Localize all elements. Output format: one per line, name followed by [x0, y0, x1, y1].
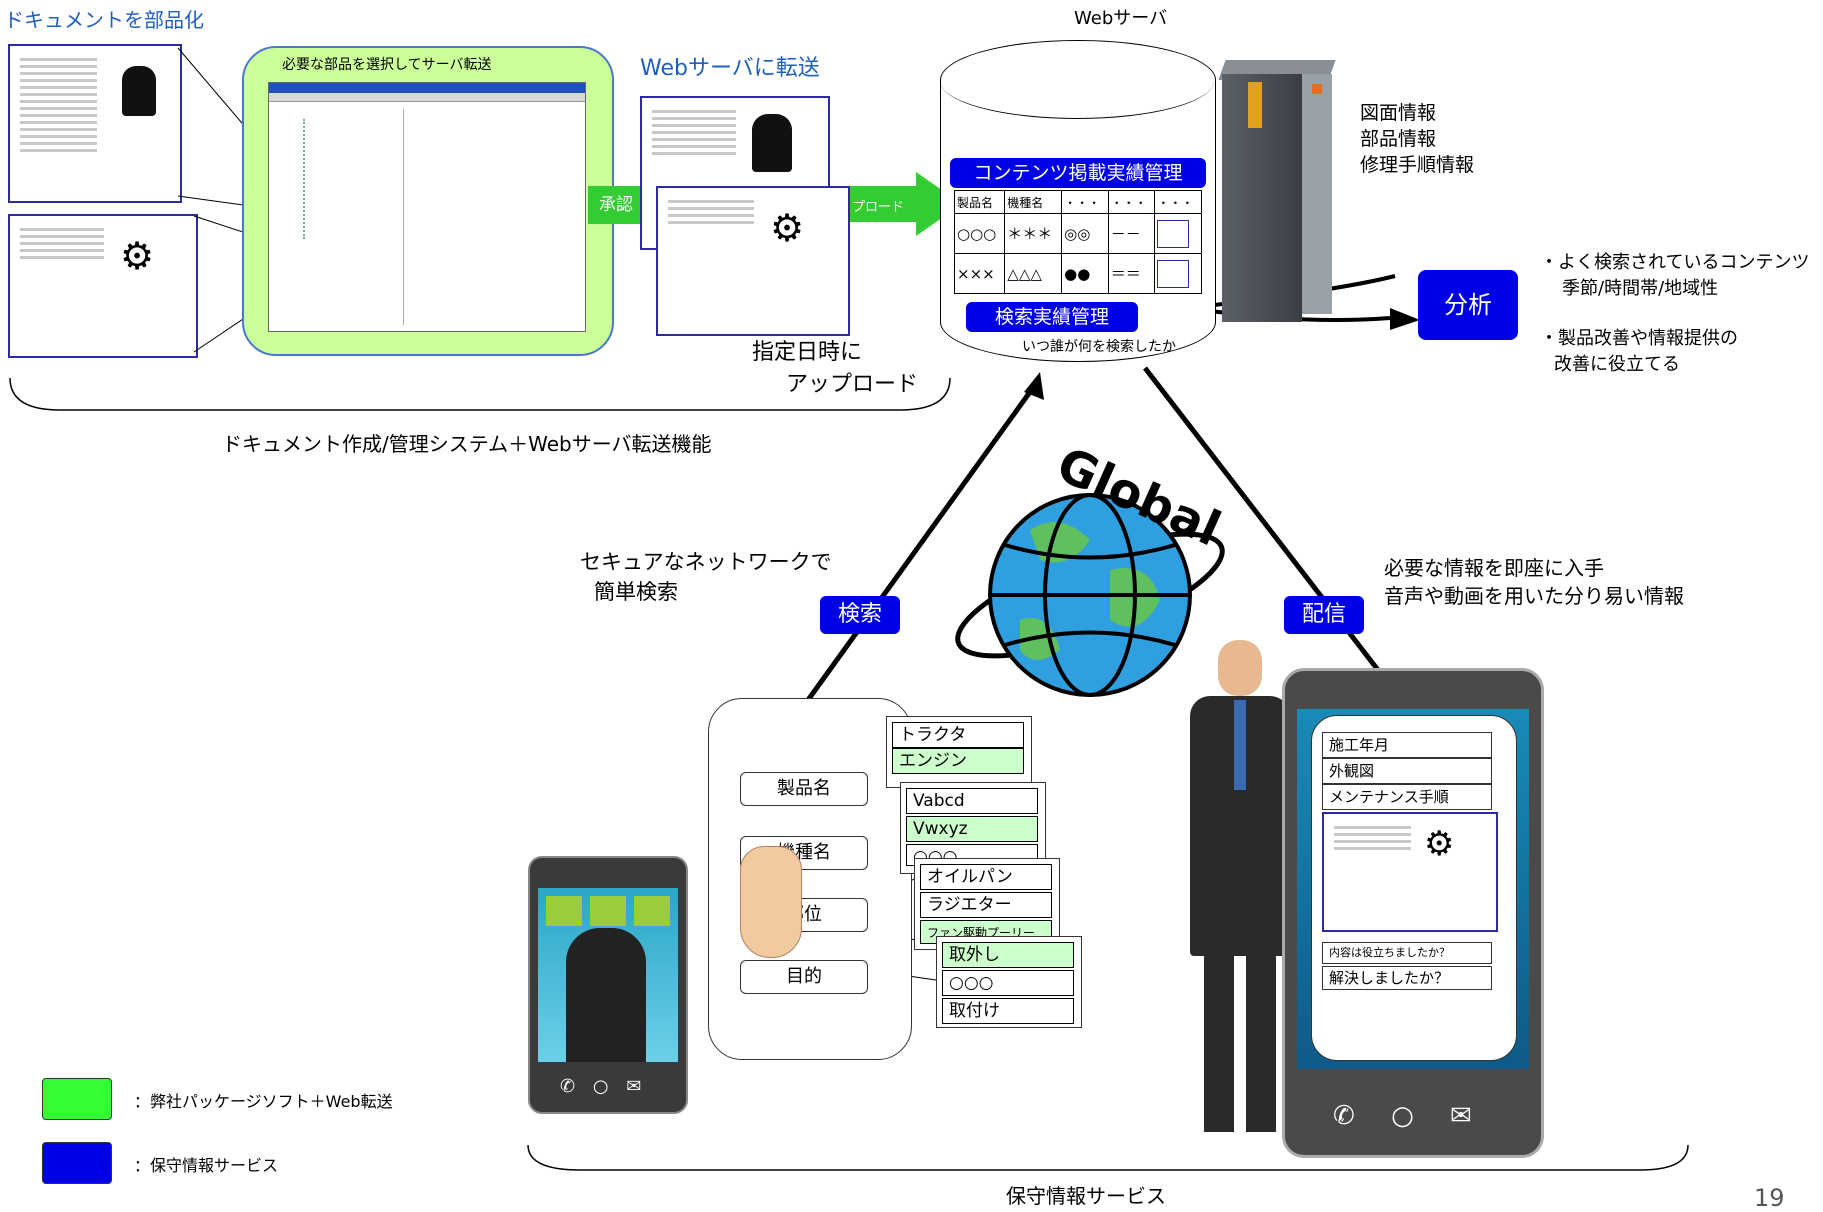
search-form-panel: [708, 698, 912, 1060]
phone-field-date[interactable]: 施工年月: [1322, 732, 1492, 758]
doc-componentize-heading: ドキュメントを部品化: [4, 8, 204, 32]
table-cell: ×××: [953, 253, 1006, 294]
transferred-page-2: ⚙: [656, 186, 850, 336]
table-cell: ○○○: [953, 213, 1006, 254]
search-mgmt-label: 検索実績管理: [966, 302, 1138, 332]
bottom-caption: 保守情報サービス: [1006, 1184, 1166, 1208]
table-cell: △△△: [1004, 253, 1063, 294]
web-server-title: Webサーバ: [1074, 8, 1168, 29]
info-item: 部品情報: [1360, 128, 1437, 150]
table-thumb: [1154, 213, 1202, 254]
scheduled-upload-line1: 指定日時に: [752, 340, 863, 365]
search-note-line1: セキュアなネットワークで: [580, 550, 832, 574]
person-figure-icon: [122, 66, 156, 116]
table-thumb: [1154, 253, 1202, 294]
legend-label-blue: ：保守情報サービス: [134, 1156, 279, 1175]
person-figure-icon-2: [752, 114, 792, 172]
tractor-icon: ⚙: [120, 234, 155, 278]
analysis-badge: 分析: [1418, 270, 1518, 340]
scheduled-upload-line2: アップロード: [786, 372, 919, 397]
mail-icon[interactable]: ✉: [1450, 1101, 1472, 1131]
table-header: ・・・: [1154, 190, 1202, 214]
approve-badge: 承認: [588, 186, 644, 224]
businessman-standing-icon: [1180, 640, 1300, 1144]
legend-swatch-blue: [42, 1142, 112, 1184]
deliver-badge: 配信: [1284, 596, 1364, 634]
table-header: 機種名: [1004, 190, 1063, 214]
transfer-heading: Webサーバに転送: [640, 56, 820, 81]
content-mgmt-label: コンテンツ掲載実績管理: [950, 158, 1206, 188]
form-label-product: 製品名: [740, 772, 868, 806]
analysis-note2-line1: ・製品改善や情報提供の: [1540, 328, 1738, 349]
pointing-hand-icon: [740, 846, 802, 958]
tractor-icon-2: ⚙: [770, 206, 805, 250]
table-cell: ●●: [1061, 253, 1109, 294]
mail-icon[interactable]: ✉: [626, 1076, 642, 1097]
analysis-note1-line1: ・よく検索されているコンテンツ: [1540, 252, 1810, 273]
analysis-note2-line2: 改善に役立てる: [1554, 354, 1680, 375]
table-cell: －－: [1107, 213, 1156, 254]
deliver-note-line1: 必要な情報を即座に入手: [1384, 556, 1604, 580]
deliver-note-line2: 音声や動画を用いた分り易い情報: [1384, 584, 1684, 608]
legend-swatch-green: [42, 1078, 112, 1120]
table-cell: ◎◎: [1061, 213, 1109, 254]
table-header: 製品名: [953, 190, 1006, 214]
part-option[interactable]: オイルパン: [920, 864, 1052, 890]
upload-arrow: [816, 172, 962, 236]
home-button-icon[interactable]: ○: [1391, 1101, 1414, 1131]
page-number: 19: [1754, 1184, 1785, 1212]
phone-field-maintenance[interactable]: メンテナンス手順: [1322, 784, 1492, 810]
purpose-option[interactable]: ○○○: [942, 970, 1074, 996]
legend-label-green: ：弊社パッケージソフト＋Web転送: [134, 1092, 393, 1111]
system-caption: ドキュメント作成/管理システム＋Webサーバ転送機能: [222, 432, 712, 456]
tractor-icon-3: ⚙: [1424, 824, 1455, 864]
purpose-option[interactable]: 取付け: [942, 998, 1074, 1024]
search-mgmt-note: いつ誰が何を検索したか: [1022, 339, 1176, 355]
info-item: 図面情報: [1360, 102, 1437, 124]
server-tower-icon: [1218, 60, 1336, 322]
app-icon[interactable]: [634, 896, 670, 926]
form-label-purpose: 目的: [740, 960, 868, 994]
product-option-selected[interactable]: エンジン: [892, 748, 1024, 774]
app-icon[interactable]: [546, 896, 582, 926]
table-header: ・・・: [1061, 190, 1109, 214]
search-note-line2: 簡単検索: [594, 580, 678, 604]
server-cylinder-rim: [940, 40, 1214, 119]
businessman-icon: [566, 928, 646, 1062]
product-option[interactable]: トラクタ: [892, 722, 1024, 748]
document-page-2: ⚙: [8, 214, 198, 358]
search-badge: 検索: [820, 596, 900, 634]
table-cell: ＝＝: [1107, 253, 1156, 294]
selection-panel-label: 必要な部品を選択してサーバ転送: [282, 57, 492, 73]
model-option-selected[interactable]: Vwxyz: [906, 816, 1038, 842]
left-phone: ✆ ○ ✉: [528, 856, 688, 1114]
document-page-1: [8, 44, 182, 203]
model-option[interactable]: Vabcd: [906, 788, 1038, 814]
content-table: 製品名 機種名 ・・・ ・・・ ・・・ ○○○ ＊＊＊ ◎◎ －－ ××× △△…: [953, 190, 1202, 294]
phone-field-exterior[interactable]: 外観図: [1322, 758, 1492, 784]
app-window-screenshot: [268, 82, 586, 332]
analysis-note1-line2: 季節/時間帯/地域性: [1562, 278, 1719, 299]
purpose-option-selected[interactable]: 取外し: [942, 942, 1074, 968]
home-button-icon[interactable]: ○: [592, 1076, 609, 1097]
feedback-helpful[interactable]: 内容は役立ちましたか？: [1322, 942, 1492, 964]
part-option[interactable]: ラジエター: [920, 892, 1052, 918]
info-item: 修理手順情報: [1360, 154, 1475, 176]
table-cell: ＊＊＊: [1004, 213, 1063, 254]
phone-call-icon[interactable]: ✆: [560, 1076, 576, 1097]
phone-document-preview: ⚙: [1322, 812, 1498, 932]
phone-call-icon[interactable]: ✆: [1333, 1101, 1355, 1131]
app-icon[interactable]: [590, 896, 626, 926]
feedback-solved[interactable]: 解決しましたか？: [1322, 966, 1492, 990]
table-header: ・・・: [1107, 190, 1156, 214]
globe-icon: [955, 493, 1225, 697]
